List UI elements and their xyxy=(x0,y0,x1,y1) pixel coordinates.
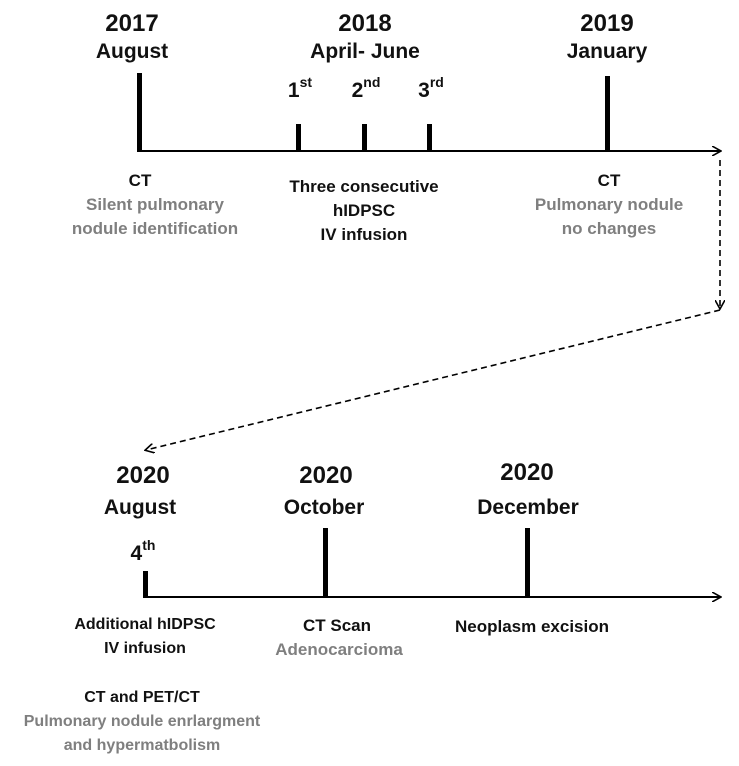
tick-2020-october xyxy=(323,528,328,598)
month-january-2019: January xyxy=(566,40,648,63)
ct-2017-detail-line1: Silent pulmonary xyxy=(86,195,224,214)
tick-2020-august xyxy=(143,571,148,598)
neoplasm-excision-label: Neoplasm excision xyxy=(454,617,610,636)
ct-petct-detail-line2: and hypermatbolism xyxy=(63,737,221,754)
tick-infusion-3 xyxy=(427,124,432,152)
ct-2017-title: CT xyxy=(128,171,152,190)
month-april-june-2018: April- June xyxy=(310,40,420,63)
year-2020-august: 2020 xyxy=(116,462,170,489)
ct-2017-detail-line2: nodule identification xyxy=(71,219,239,238)
ct-2019-title: CT xyxy=(597,171,621,190)
connector-diagonal xyxy=(146,309,721,450)
additional-infusion-line1: Additional hIDPSC xyxy=(74,616,216,633)
year-2020-october: 2020 xyxy=(299,462,353,489)
tick-infusion-2 xyxy=(362,124,367,152)
month-october-2020: October xyxy=(283,496,365,519)
infusion-label-line1: Three consecutive xyxy=(289,177,439,196)
ct-scan-title: CT Scan xyxy=(302,616,372,635)
month-august-2017: August xyxy=(95,40,169,63)
ct-2019-detail-line2: no changes xyxy=(561,219,657,238)
infusion-label-line2: hIDPSC xyxy=(332,201,396,220)
tick-infusion-1 xyxy=(296,124,301,152)
additional-infusion-line2: IV infusion xyxy=(104,640,186,657)
month-august-2020: August xyxy=(103,496,177,519)
adenocarcioma-label: Adenocarcioma xyxy=(275,640,403,659)
tick-2017-august xyxy=(137,73,142,152)
ct-petct-title: CT and PET/CT xyxy=(84,689,200,706)
infusion-1-label: 1st xyxy=(287,74,313,102)
infusion-label-line3: IV infusion xyxy=(320,225,408,244)
infusion-3-label: 3rd xyxy=(418,74,444,102)
tick-2019-january xyxy=(605,76,610,152)
infusion-2-label: 2nd xyxy=(351,74,381,102)
year-2020-december: 2020 xyxy=(500,459,554,486)
ct-2019-detail-line1: Pulmonary nodule xyxy=(534,195,684,214)
ct-petct-detail-line1: Pulmonary nodule enrlargment xyxy=(23,713,261,730)
year-2018: 2018 xyxy=(338,10,392,37)
year-2017: 2017 xyxy=(105,10,159,37)
tick-2020-december xyxy=(525,528,530,598)
month-december-2020: December xyxy=(477,496,579,519)
infusion-4-label: 4th xyxy=(130,537,156,565)
year-2019: 2019 xyxy=(580,10,634,37)
